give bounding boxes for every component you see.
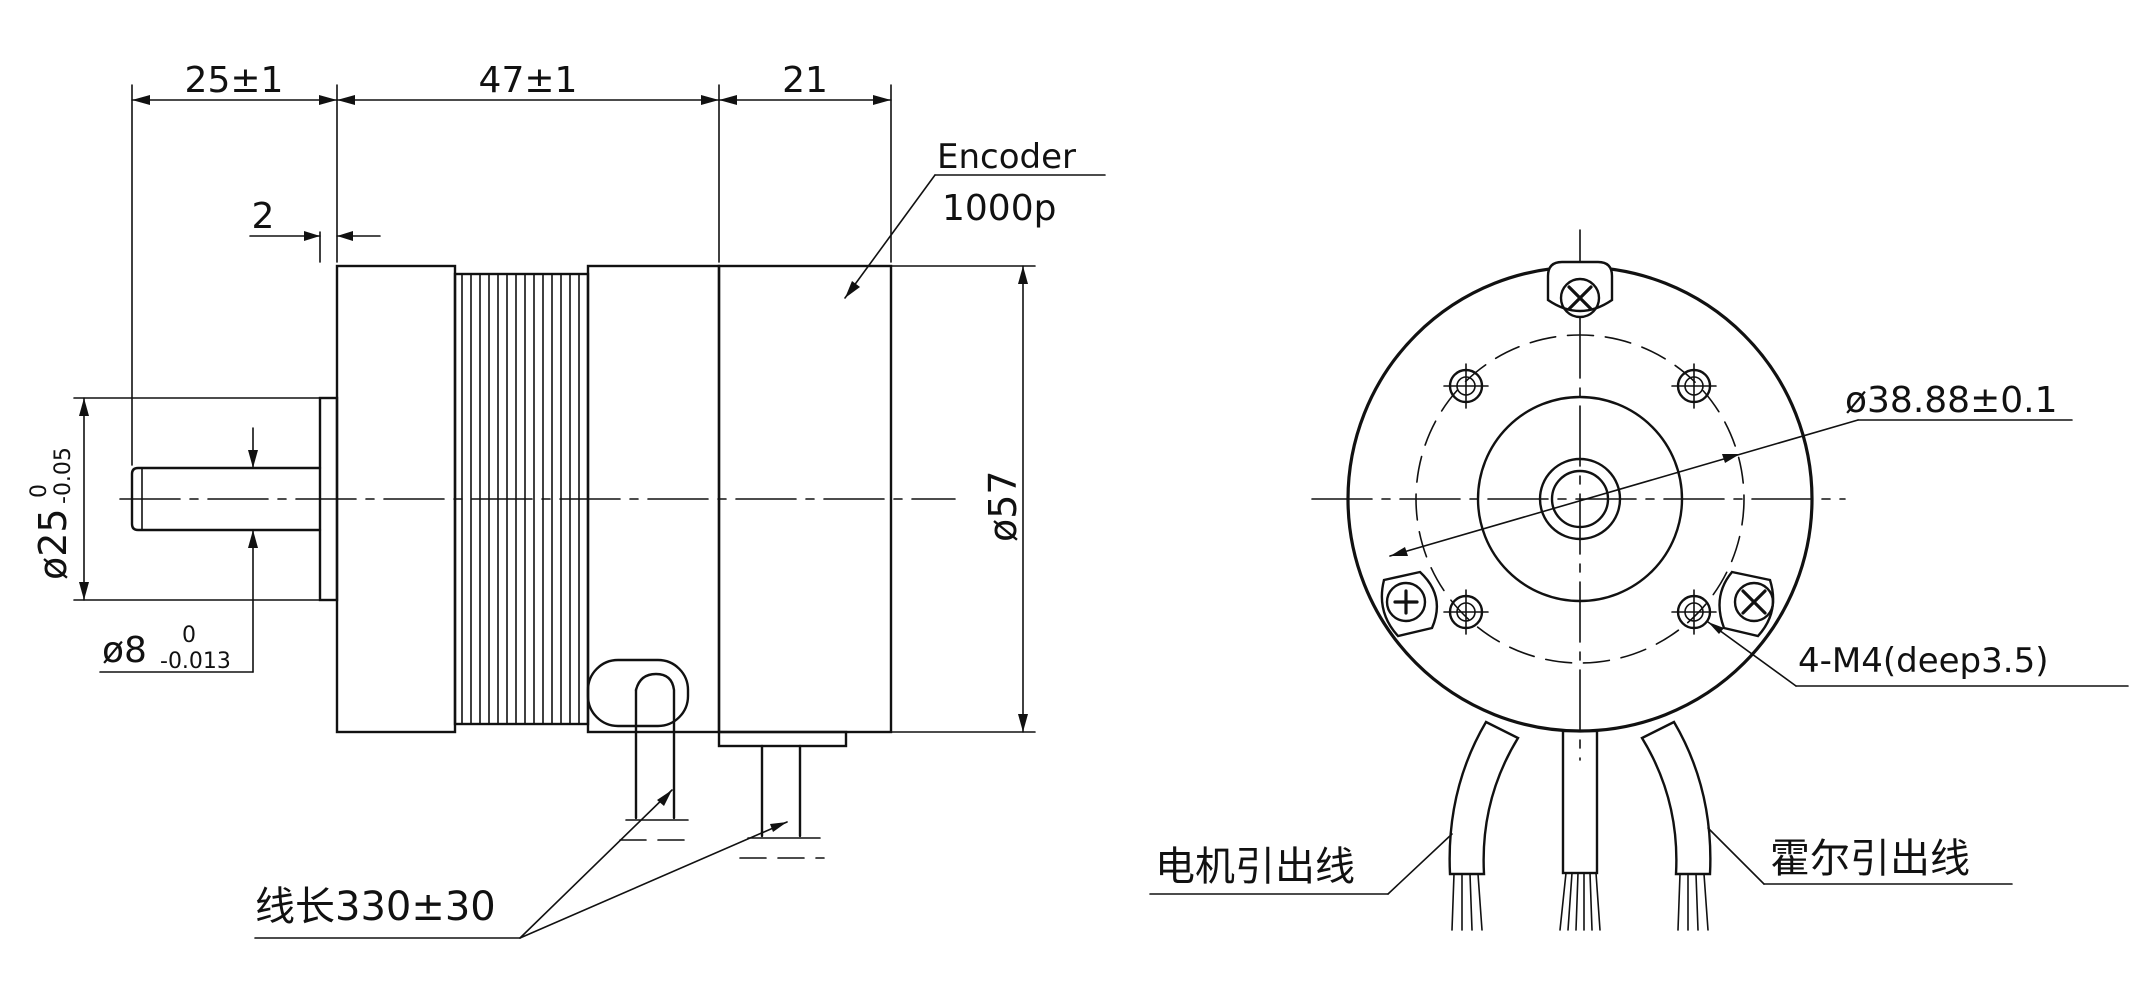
encoder-cable-plate <box>717 730 848 748</box>
thread-hole <box>1671 589 1717 635</box>
svg-text:ø38.88±0.1: ø38.88±0.1 <box>1845 380 2058 421</box>
svg-text:ø57: ø57 <box>981 470 1025 542</box>
shaft-end <box>1538 457 1622 541</box>
svg-text:ø8: ø8 <box>102 630 147 671</box>
thread-hole <box>1443 363 1489 409</box>
encoder-callout: Encoder 1000p <box>844 137 1106 299</box>
svg-text:0: 0 <box>27 484 52 498</box>
motor-leads-callout: 电机引出线 <box>1149 833 1453 895</box>
housing-screw-top <box>1546 260 1614 319</box>
dim-shaft-dia: ø8 0 -0.013 <box>99 427 258 674</box>
hall-leads-callout: 霍尔引出线 <box>1707 827 2013 885</box>
svg-text:0: 0 <box>182 623 196 648</box>
dim-encoder-length: 21 <box>718 60 892 105</box>
svg-text:25±1: 25±1 <box>185 60 284 101</box>
housing-screw-right <box>1718 570 1775 638</box>
svg-text:21: 21 <box>782 60 828 101</box>
housing-screw-left <box>1380 570 1439 638</box>
svg-text:-0.05: -0.05 <box>51 447 76 504</box>
svg-text:4-M4(deep3.5): 4-M4(deep3.5) <box>1798 641 2048 681</box>
svg-text:Encoder: Encoder <box>937 137 1076 177</box>
svg-text:ø25: ø25 <box>31 508 75 580</box>
motor-lead-cable <box>1448 720 1520 931</box>
side-view: 25±1 47±1 21 2 Encoder <box>27 60 1106 939</box>
svg-text:线长330±30: 线长330±30 <box>255 884 496 930</box>
thread-hole <box>1671 363 1717 409</box>
svg-text:2: 2 <box>252 196 275 237</box>
pilot-boss <box>1476 395 1684 603</box>
svg-text:47±1: 47±1 <box>479 60 578 101</box>
dim-flange: 2 <box>249 196 381 263</box>
bolt-circle <box>1415 334 1745 664</box>
dim-body-length: 47±1 <box>336 60 720 105</box>
svg-text:-0.013: -0.013 <box>160 649 231 674</box>
cable-length-callout: 线长330±30 <box>254 789 788 939</box>
thread-hole <box>1443 589 1489 635</box>
dim-pilot-dia: ø25 0 -0.05 <box>27 397 321 601</box>
dim-shaft-length: 25±1 <box>131 60 338 105</box>
hall-lead-cable <box>1640 720 1712 931</box>
thread-holes-callout: 4-M4(deep3.5) <box>1707 621 2129 687</box>
encoder-cable-side <box>739 744 825 859</box>
svg-text:霍尔引出线: 霍尔引出线 <box>1770 836 1970 882</box>
center-lead-cable <box>1559 729 1601 931</box>
dim-bolt-circle: ø38.88±0.1 <box>1389 380 2073 557</box>
front-view: ø38.88±0.1 4-M4(deep3.5) <box>1149 229 2129 931</box>
motor-cable-side <box>586 658 695 841</box>
dim-body-dia: ø57 <box>890 265 1036 733</box>
svg-text:1000p: 1000p <box>942 188 1056 229</box>
svg-text:电机引出线: 电机引出线 <box>1155 844 1355 890</box>
